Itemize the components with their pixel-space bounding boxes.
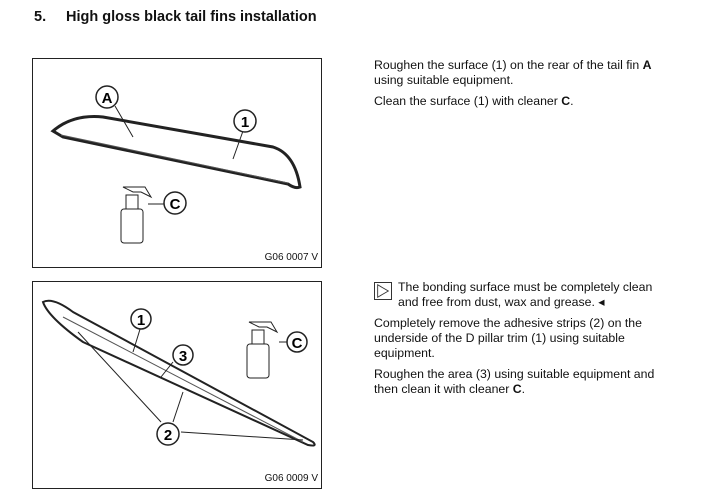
- note-end-marker: ◂: [594, 295, 605, 309]
- step-1-para-2: Clean the surface (1) with cleaner C.: [374, 94, 574, 108]
- spray-bottle-icon: [246, 321, 279, 379]
- callout-2: 2: [164, 427, 172, 444]
- figure-d-pillar-trim: 1 3 2 C G06 0009 V: [32, 281, 322, 489]
- step-1-para-1: Roughen the surface (1) on the rear of t…: [374, 58, 652, 87]
- figure-code: G06 0009 V: [264, 473, 318, 484]
- step-2-text: The bonding surface must be completely c…: [374, 280, 674, 403]
- callout-c: C: [170, 196, 181, 213]
- tail-fin-illustration: A 1 C: [50, 85, 302, 244]
- figure-tail-fin: A 1 C G06 0007 V: [32, 58, 322, 268]
- step-2-para-1: Completely remove the adhesive strips (2…: [374, 316, 642, 360]
- section-number: 5.: [34, 9, 47, 25]
- note-icon: [374, 282, 392, 300]
- figure-code: G06 0007 V: [264, 252, 318, 263]
- callout-3: 3: [179, 348, 187, 365]
- section-heading: 5. High gloss black tail fins installatio…: [34, 9, 317, 25]
- callout-a: A: [102, 90, 113, 107]
- callout-c: C: [292, 335, 303, 352]
- callout-1: 1: [137, 312, 145, 329]
- callout-1: 1: [241, 114, 249, 131]
- note: The bonding surface must be completely c…: [374, 280, 674, 310]
- d-pillar-trim-illustration: 1 3 2 C: [41, 299, 316, 447]
- step-1-text: Roughen the surface (1) on the rear of t…: [374, 58, 674, 115]
- spray-bottle-icon: [120, 186, 153, 244]
- note-text: The bonding surface must be completely c…: [398, 280, 653, 309]
- step-2-para-2: Roughen the area (3) using suitable equi…: [374, 367, 655, 396]
- section-title: High gloss black tail fins installation: [66, 9, 317, 25]
